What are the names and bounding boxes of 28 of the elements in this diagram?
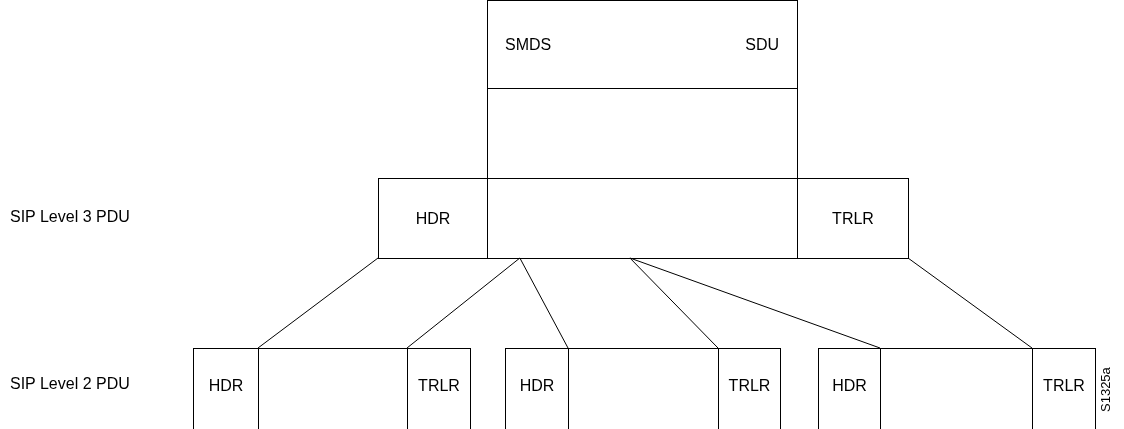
figure-id: S1325a [1098,367,1113,412]
field-box [718,348,781,429]
field-box [193,348,259,429]
connector-line [629,257,881,349]
field-box [797,178,909,259]
box-label: SMDS [505,36,552,54]
row-label: SIP Level 2 PDU [10,375,130,393]
connector-line [406,257,521,349]
field-box [1032,348,1096,429]
box-label: TRLR [418,377,460,395]
box-label: TRLR [1043,377,1085,395]
row-label: SIP Level 3 PDU [10,208,130,226]
box-label: HDR [519,377,555,395]
box-label: SDU [745,36,779,54]
box-label: HDR [415,209,451,228]
box-label: HDR [832,377,867,395]
box-label: TRLR [832,209,874,228]
field-box [378,178,488,259]
sdu-box [487,0,798,179]
field-box [407,348,471,429]
box-label: TRLR [728,377,771,395]
connector-line [907,257,1033,349]
box-label: HDR [208,377,244,395]
connector-line [257,257,379,349]
connector-line [629,257,719,349]
field-box [818,348,881,429]
field-box [505,348,569,429]
connector-line [519,257,569,349]
